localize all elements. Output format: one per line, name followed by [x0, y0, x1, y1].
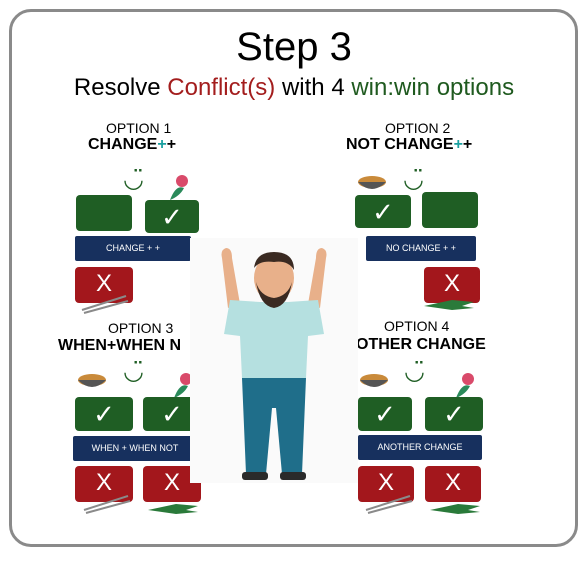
cross-icon: X [377, 469, 394, 496]
option3-label: WHEN + WHEN NOT [73, 436, 197, 461]
subtitle: Resolve Conflict(s) with 4 win:win optio… [0, 73, 588, 103]
smile-icon: ◡̈ [123, 166, 144, 193]
option2-green-box-right [422, 192, 478, 228]
option1-green-box-left [76, 195, 132, 231]
option1-plus-teal: + [157, 136, 167, 153]
option4-label: ANOTHER CHANGE [358, 435, 482, 460]
option1-plus: + [166, 136, 177, 153]
crutches-icon [83, 495, 131, 514]
option2-plus: + [462, 136, 473, 153]
option4-green-box-left [358, 397, 412, 431]
check-icon: ✓ [161, 399, 183, 429]
smile-icon: ◡̈ [123, 358, 144, 385]
check-icon: ✓ [161, 202, 183, 232]
cross-icon: X [444, 469, 461, 496]
bowl-icon [78, 374, 106, 387]
check-icon: ✓ [93, 399, 115, 429]
option4-green-box-right [425, 397, 483, 431]
crutches-icon [81, 295, 129, 314]
option4-red-box-right [425, 466, 481, 502]
crutches-icon [365, 495, 413, 514]
option2-plus-teal: + [453, 136, 463, 153]
subtitle-conflicts: Conflict(s) [167, 74, 276, 101]
bowl-icon [360, 374, 388, 387]
option4-name: OTHER CHANGE [356, 336, 486, 353]
mermaid-icon [456, 373, 474, 398]
option2-name-text: NOT CHANGE [346, 136, 454, 153]
subtitle-part3: with 4 [275, 74, 352, 101]
option2-name: NOT CHANGE++ [346, 136, 472, 154]
option1-label: CHANGE + + [75, 236, 191, 261]
cross-icon: X [95, 469, 112, 496]
option2-red-box [424, 267, 480, 303]
check-icon: ✓ [374, 399, 396, 429]
man-illustration [221, 248, 327, 480]
option2-number: OPTION 2 [385, 120, 451, 136]
option3-red-box-left [75, 466, 133, 502]
crocodile-icon [424, 300, 474, 310]
option4-red-box-left [358, 466, 414, 502]
cross-icon: X [443, 270, 460, 297]
option1-number: OPTION 1 [106, 120, 172, 136]
crocodile-icon [430, 504, 480, 514]
crocodile-icon [148, 504, 198, 514]
mermaid-icon [174, 373, 192, 398]
man-figure [190, 238, 358, 483]
option3-number: OPTION 3 [108, 320, 174, 336]
option3-green-box-left [75, 397, 133, 431]
cross-icon: X [95, 270, 112, 297]
cross-icon: X [163, 469, 180, 496]
smile-icon: ◡̈ [404, 358, 425, 385]
mermaid-icon [170, 175, 188, 200]
subtitle-winwin: win:win options [351, 74, 515, 101]
page-title: Step 3 [236, 25, 352, 69]
option1-green-box-right [145, 200, 199, 233]
option1-name-text: CHANGE [88, 136, 158, 153]
option2-green-box-left [355, 195, 411, 228]
check-icon: ✓ [443, 399, 465, 429]
bowl-icon [358, 176, 386, 189]
option2-label: NO CHANGE + + [366, 236, 476, 261]
option3-name: WHEN+WHEN N [58, 337, 182, 354]
option1-name: CHANGE++ [88, 136, 176, 154]
option4-number: OPTION 4 [384, 318, 450, 334]
check-icon: ✓ [372, 197, 394, 227]
smile-icon: ◡̈ [403, 166, 424, 193]
subtitle-part1: Resolve [73, 74, 168, 101]
